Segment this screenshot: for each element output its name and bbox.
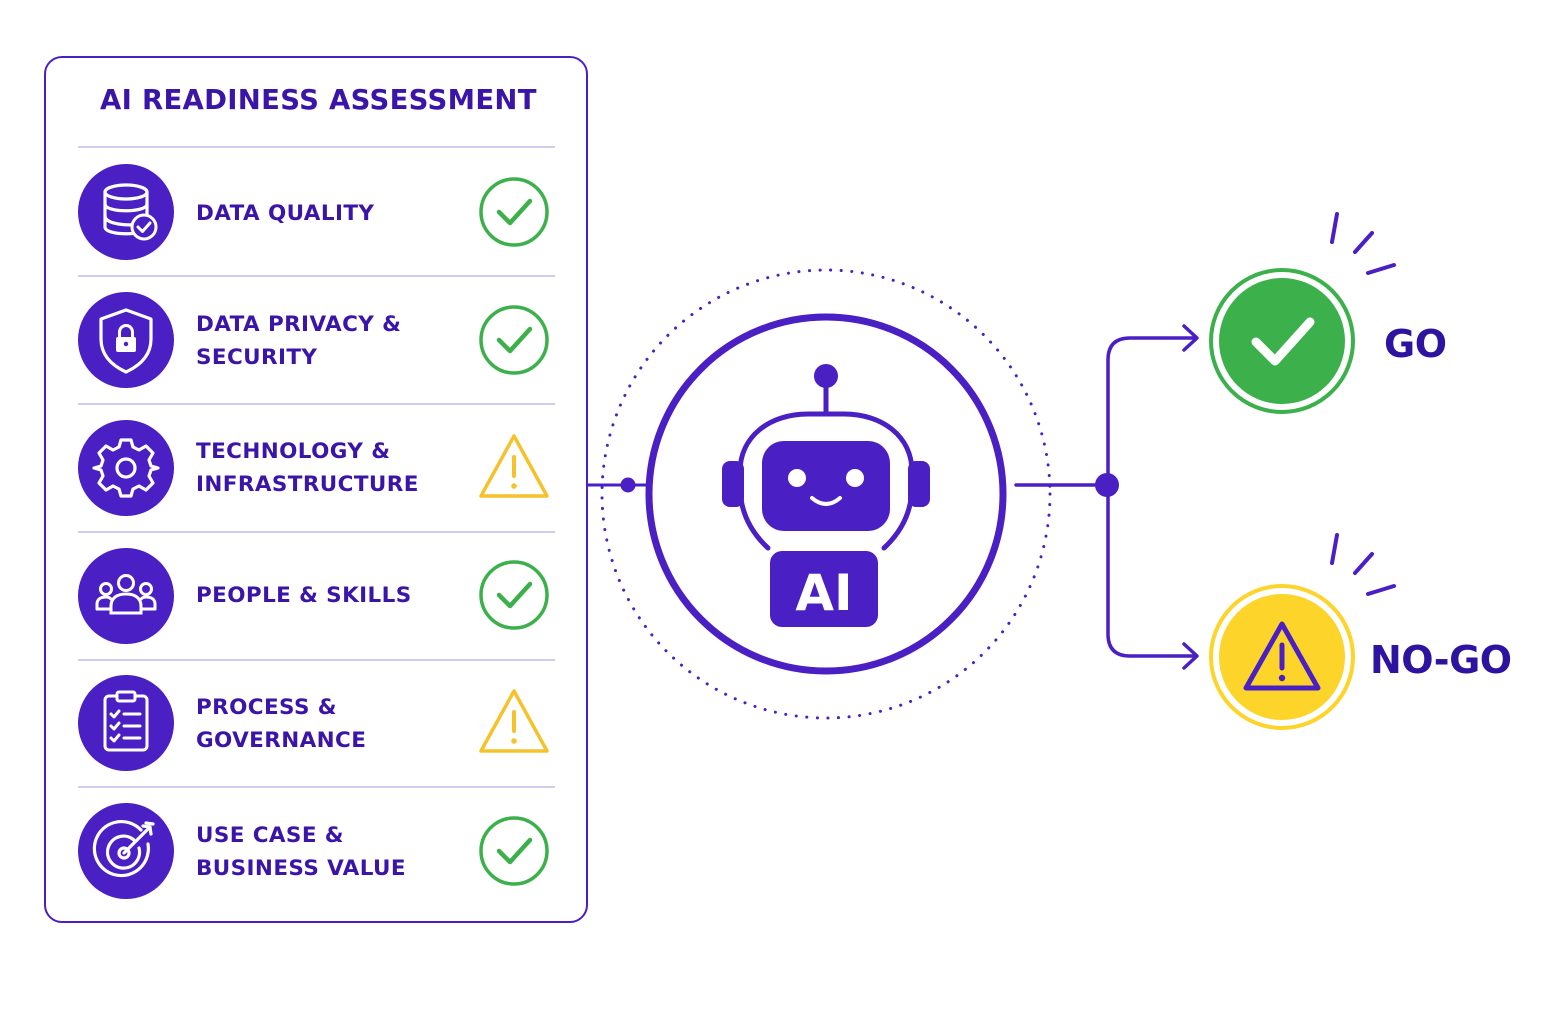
- input-connector: [588, 477, 648, 493]
- item-label-line1: USE CASE &: [196, 823, 344, 848]
- assessment-item-process-governance: PROCESS & GOVERNANCE: [196, 691, 456, 757]
- robot-icon: AI: [722, 364, 930, 627]
- item-label-line2: SECURITY: [196, 345, 318, 370]
- item-label-line2: GOVERNANCE: [196, 728, 367, 753]
- assessment-title: AI READINESS ASSESSMENT: [100, 84, 537, 116]
- item-label-line1: PROCESS &: [196, 695, 337, 720]
- status-check-icon: [479, 560, 549, 630]
- ai-badge-text: AI: [795, 564, 852, 622]
- warning-icon: [1243, 621, 1321, 691]
- nogo-label: NO-GO: [1370, 638, 1512, 682]
- check-icon: [1251, 317, 1315, 366]
- item-label-line2: INFRASTRUCTURE: [196, 472, 419, 497]
- status-check-icon: [479, 816, 549, 886]
- item-label-line1: PEOPLE & SKILLS: [196, 583, 412, 608]
- status-warning-icon: [479, 689, 549, 753]
- status-warning-icon: [479, 434, 549, 498]
- people-group-icon: [78, 548, 174, 644]
- divider: [78, 146, 555, 148]
- target-arrow-icon: [78, 803, 174, 899]
- assessment-item-data-privacy-security: DATA PRIVACY & SECURITY: [196, 308, 456, 374]
- status-check-icon: [479, 177, 549, 247]
- go-indicator: [1209, 212, 1396, 414]
- assessment-item-data-quality: DATA QUALITY: [196, 197, 456, 230]
- status-check-icon: [479, 305, 549, 375]
- divider: [78, 403, 555, 405]
- item-label-line2: BUSINESS VALUE: [196, 856, 406, 881]
- clipboard-checklist-icon: [78, 675, 174, 771]
- divider: [78, 786, 555, 788]
- divider: [78, 659, 555, 661]
- go-label: GO: [1384, 322, 1447, 366]
- item-label-line1: DATA PRIVACY &: [196, 312, 402, 337]
- gear-icon: [78, 420, 174, 516]
- divider: [78, 275, 555, 277]
- divider: [78, 531, 555, 533]
- assessment-item-use-case-business-value: USE CASE & BUSINESS VALUE: [196, 819, 456, 885]
- item-label-line1: TECHNOLOGY &: [196, 439, 391, 464]
- database-check-icon: [78, 164, 174, 260]
- shield-lock-icon: [78, 292, 174, 388]
- assessment-item-people-skills: PEOPLE & SKILLS: [196, 579, 456, 612]
- junction-dot: [1095, 473, 1119, 497]
- nogo-indicator: [1209, 533, 1396, 730]
- item-label-line1: DATA QUALITY: [196, 201, 375, 226]
- output-connector: [1014, 324, 1199, 670]
- assessment-item-technology-infrastructure: TECHNOLOGY & INFRASTRUCTURE: [196, 435, 456, 501]
